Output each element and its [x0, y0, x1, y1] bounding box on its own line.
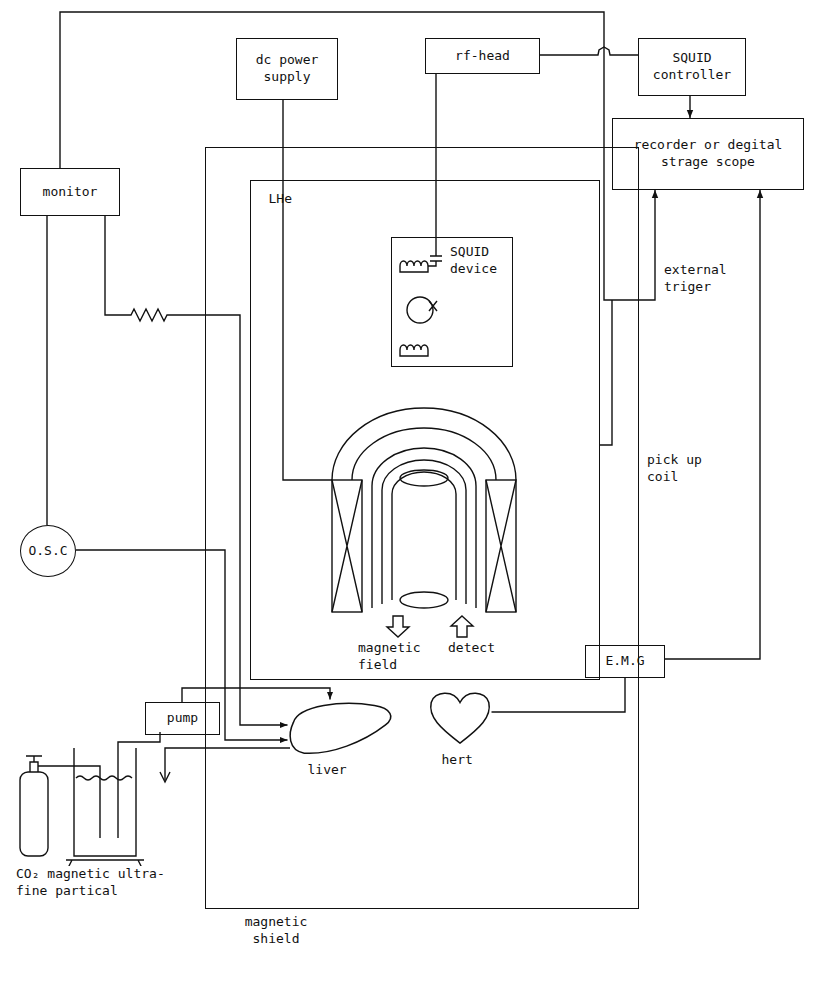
- connector: [540, 47, 638, 55]
- magnet-coil: [486, 480, 516, 612]
- node-text: O.S.C: [28, 543, 67, 560]
- lhe-dewar: SQUID device LHe: [250, 180, 600, 680]
- cylinder-valve: [26, 756, 100, 838]
- detect-label: detect: [446, 640, 497, 657]
- node-text: magnetic shield: [236, 914, 316, 948]
- magnetic-shield: SQUID deviceLHeliverhertmagnetic shield: [205, 147, 639, 909]
- oscillator-circle: O.S.C: [20, 525, 76, 577]
- magnet-yoke: [332, 408, 516, 480]
- node-text: pump: [167, 710, 198, 727]
- beaker: [74, 748, 136, 856]
- pickup-loop: [400, 470, 448, 486]
- input-coil: [400, 261, 428, 272]
- connector: [492, 678, 626, 712]
- rf-head-box: rf-head: [425, 38, 540, 74]
- node-text: SQUID device: [450, 244, 506, 278]
- pickup-wire: [600, 300, 612, 445]
- node-text: hert: [442, 752, 473, 769]
- connector: [435, 74, 436, 237]
- magnet-coil: [332, 480, 362, 612]
- recorder-box: recorder or degital strage scope: [612, 118, 804, 190]
- resistor-symbol: [127, 309, 169, 321]
- heart-organ: hert: [428, 688, 492, 746]
- josephson-junction: [429, 301, 437, 311]
- connector: [689, 96, 690, 118]
- node-text: rf-head: [455, 48, 510, 65]
- emg-box: E.M.G: [585, 645, 665, 678]
- outflow-tube: [165, 748, 290, 780]
- power-wire: [283, 100, 332, 480]
- node-text: LHe: [269, 191, 292, 208]
- connector: [665, 190, 760, 659]
- squid-device-box: SQUID device: [391, 237, 513, 367]
- power-supply-box: dc power supply: [236, 38, 338, 100]
- liver-organ: liver: [288, 700, 396, 756]
- resistor-ground: [127, 306, 169, 324]
- node-text: E.M.G: [605, 653, 644, 670]
- dewar-tail: [372, 448, 476, 608]
- trigger-label: external triger: [662, 262, 746, 296]
- node-text: monitor: [43, 184, 98, 201]
- node-text: dc power supply: [244, 52, 330, 86]
- particle-label: CO₂ magnetic ultra-fine partical: [14, 866, 188, 900]
- capacitor-symbol: [428, 256, 442, 266]
- node-text: SQUID controller: [646, 50, 738, 84]
- pickup-coil-label: pick up coil: [645, 452, 713, 486]
- pump-box: pump: [145, 702, 220, 735]
- connector: [76, 550, 288, 740]
- capacitor-wire: [435, 238, 436, 256]
- liquid-surface: [76, 776, 132, 780]
- coil-winding: [332, 480, 362, 612]
- node-text: liver: [308, 762, 347, 779]
- organ-outline: [288, 700, 396, 756]
- outflow-head: [160, 772, 170, 782]
- field-label: magnetic field: [356, 640, 436, 674]
- pump-tube: [118, 732, 160, 838]
- organ-outline: [428, 688, 492, 746]
- field-arrow: [387, 616, 409, 637]
- pickup-loop: [400, 592, 448, 608]
- connector: [46, 216, 47, 525]
- detect-arrow: [451, 616, 473, 637]
- coil-winding: [486, 480, 516, 612]
- node-text: recorder or degital strage scope: [620, 137, 796, 171]
- pickup-coil-symbol: [400, 345, 428, 356]
- connector: [60, 12, 655, 300]
- connector: [105, 216, 288, 725]
- co2-cylinder: [20, 772, 48, 856]
- controller-box: SQUID controller: [638, 38, 746, 96]
- monitor-box: monitor: [20, 168, 120, 216]
